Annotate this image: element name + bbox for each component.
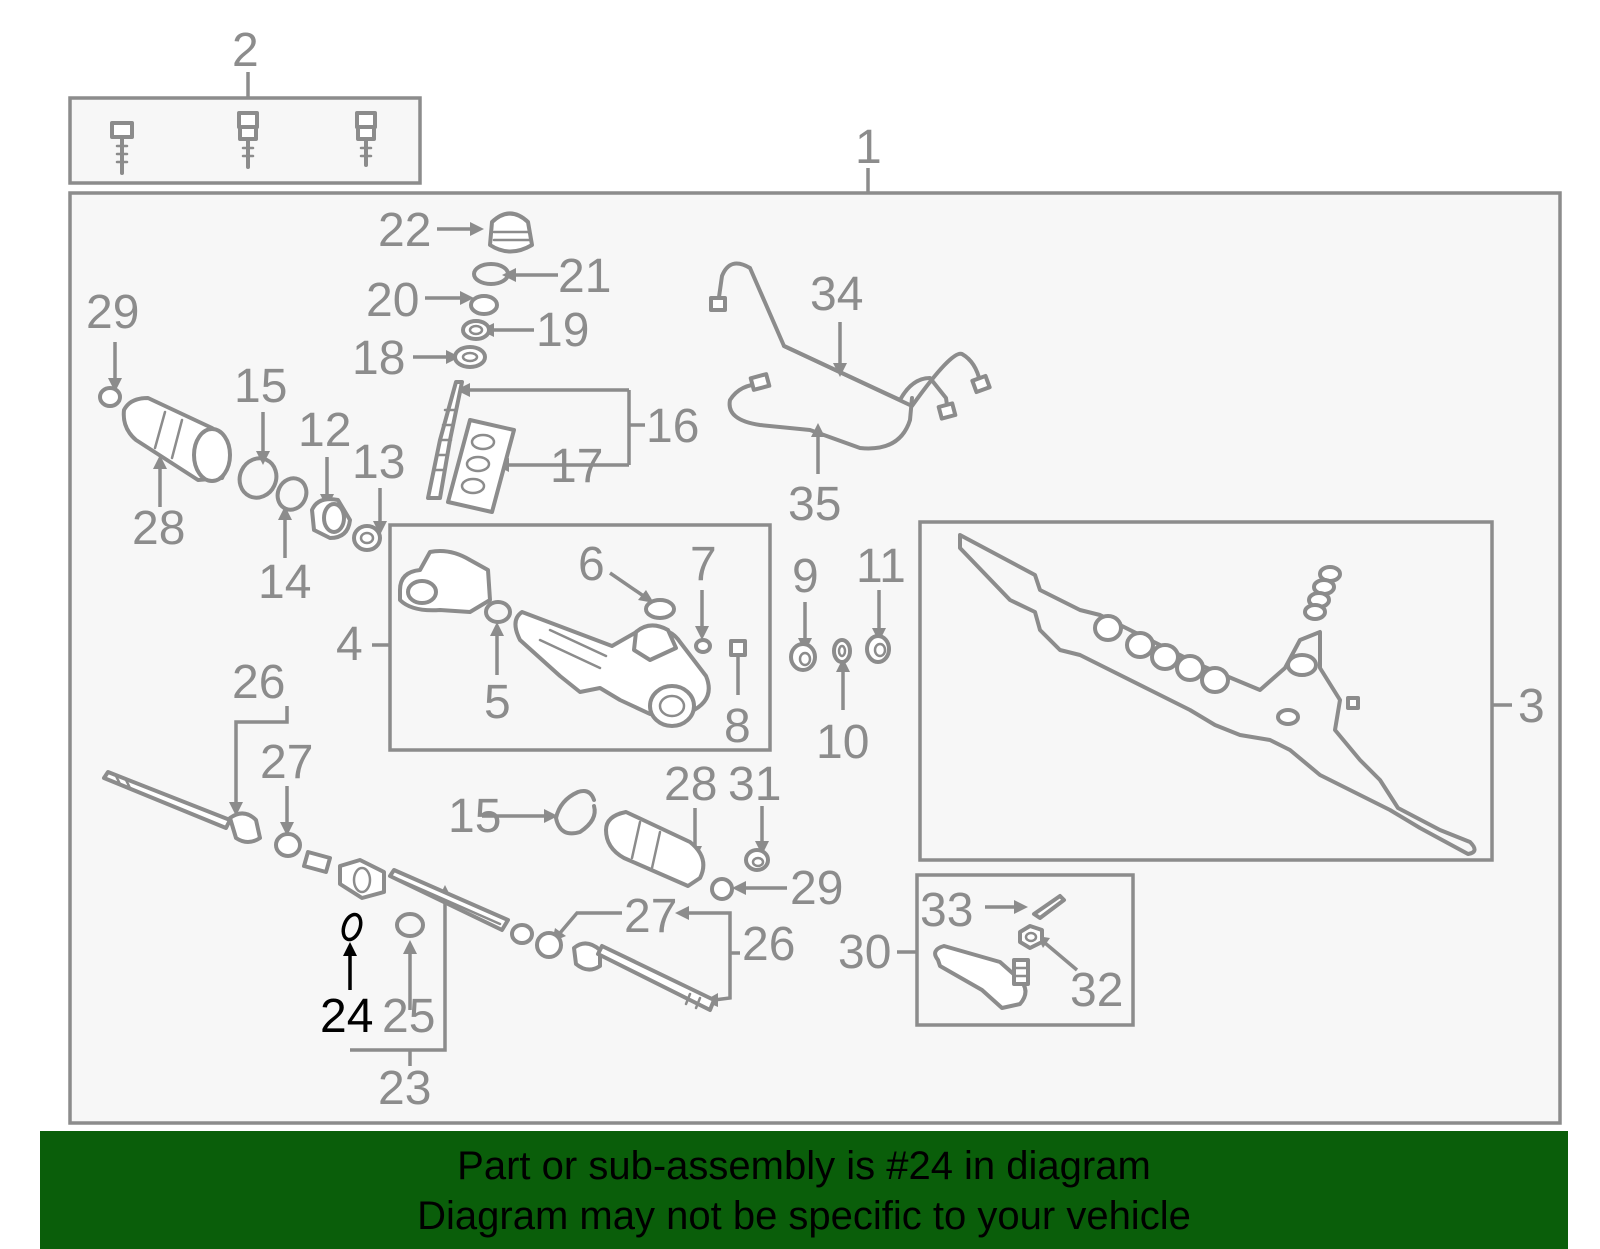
o-ring-21 [472, 262, 510, 286]
bolt-icon [110, 121, 134, 175]
tie-rod-end-box-30 [915, 873, 1135, 1027]
pressure-line-34 [709, 261, 992, 421]
rack-housing-3 [958, 533, 1477, 856]
bearing-18 [453, 345, 487, 369]
spacer-right [510, 923, 534, 945]
bolt-icon [237, 111, 259, 169]
label-12: 12 [298, 404, 351, 457]
clamp-31 [744, 848, 770, 872]
valve-shaft-16 [426, 380, 464, 500]
label-33: 33 [920, 884, 973, 937]
label-24: 24 [320, 990, 373, 1043]
label-4: 4 [336, 618, 363, 671]
clamp-29 [98, 386, 122, 408]
part-24-highlighted [341, 912, 363, 990]
label-27-right: 27 [624, 890, 677, 943]
clamp-29-right [710, 877, 734, 901]
label-11: 11 [856, 540, 906, 593]
label-9: 9 [792, 550, 819, 603]
rack-box-3 [918, 520, 1494, 862]
label-15-right: 15 [448, 790, 501, 843]
seal-7 [694, 638, 712, 654]
housing-box-4 [388, 523, 772, 752]
label-8: 8 [724, 700, 751, 753]
inner-tie-rod-26-left [102, 770, 262, 844]
label-23: 23 [378, 1062, 431, 1115]
bushing-12 [310, 497, 352, 540]
clamp-15 [237, 456, 279, 500]
label-19: 19 [536, 304, 589, 357]
rack-shaft-23 [388, 868, 510, 932]
label-14: 14 [258, 556, 311, 609]
leader-lines [113, 72, 1512, 1066]
callout-labels: 2 1 22 21 20 19 18 16 17 29 15 12 13 28 … [86, 24, 1545, 1115]
label-21: 21 [558, 250, 611, 303]
ring-27-left [274, 832, 302, 858]
label-26-right: 26 [742, 918, 795, 971]
label-6: 6 [578, 538, 605, 591]
label-29-left: 29 [86, 286, 139, 339]
label-32: 32 [1070, 964, 1123, 1017]
label-34: 34 [810, 268, 863, 321]
washer-19 [461, 319, 491, 341]
label-25: 25 [382, 990, 435, 1043]
label-15-left: 15 [234, 360, 287, 413]
bushing-9 [789, 642, 817, 672]
label-10: 10 [816, 716, 869, 769]
dust-cap-22 [488, 211, 534, 254]
boot-28-right [604, 810, 706, 888]
cotter-pin-33 [1032, 894, 1066, 920]
label-29-right: 29 [790, 862, 843, 915]
label-7: 7 [690, 538, 717, 591]
label-26-left: 26 [232, 656, 285, 709]
label-28-right: 28 [664, 758, 717, 811]
nut-8 [729, 639, 747, 657]
label-30: 30 [838, 926, 891, 979]
washer-10 [832, 638, 852, 664]
return-line-35 [727, 372, 914, 451]
nut-32 [1018, 924, 1044, 950]
banner-line-disclaimer: Diagram may not be specific to your vehi… [417, 1194, 1191, 1238]
label-3: 3 [1518, 680, 1545, 733]
banner-line-part: Part or sub-assembly is #24 in diagram [457, 1144, 1151, 1188]
boot-28 [121, 396, 232, 483]
inner-tie-rod-26-right [572, 941, 716, 1012]
label-28-left: 28 [132, 502, 185, 555]
ring-25 [395, 912, 425, 938]
bolt-icon [355, 111, 377, 167]
bushing-11 [865, 634, 891, 664]
label-31: 31 [728, 758, 781, 811]
spacer [302, 850, 332, 874]
info-banner: Part or sub-assembly is #24 in diagram D… [40, 1131, 1568, 1249]
label-22: 22 [378, 204, 431, 257]
label-1: 1 [855, 121, 882, 174]
label-16: 16 [646, 400, 699, 453]
ring-13 [352, 524, 382, 552]
label-13: 13 [352, 436, 405, 489]
label-5: 5 [484, 676, 511, 729]
label-18: 18 [352, 332, 405, 385]
ring-27-right [535, 931, 563, 959]
label-27-left: 27 [260, 736, 313, 789]
seal-6 [644, 598, 676, 620]
ring-14 [275, 476, 309, 512]
seal-kit-17 [446, 418, 516, 514]
label-17: 17 [550, 440, 603, 493]
clamp-15-right [554, 789, 597, 836]
tie-rod-end-30 [933, 944, 1030, 1010]
gear-housing-4 [398, 549, 711, 728]
label-20: 20 [366, 274, 419, 327]
label-35: 35 [788, 478, 841, 531]
label-2: 2 [232, 24, 259, 77]
seal-20 [469, 294, 499, 316]
rack-bushing [338, 858, 386, 900]
